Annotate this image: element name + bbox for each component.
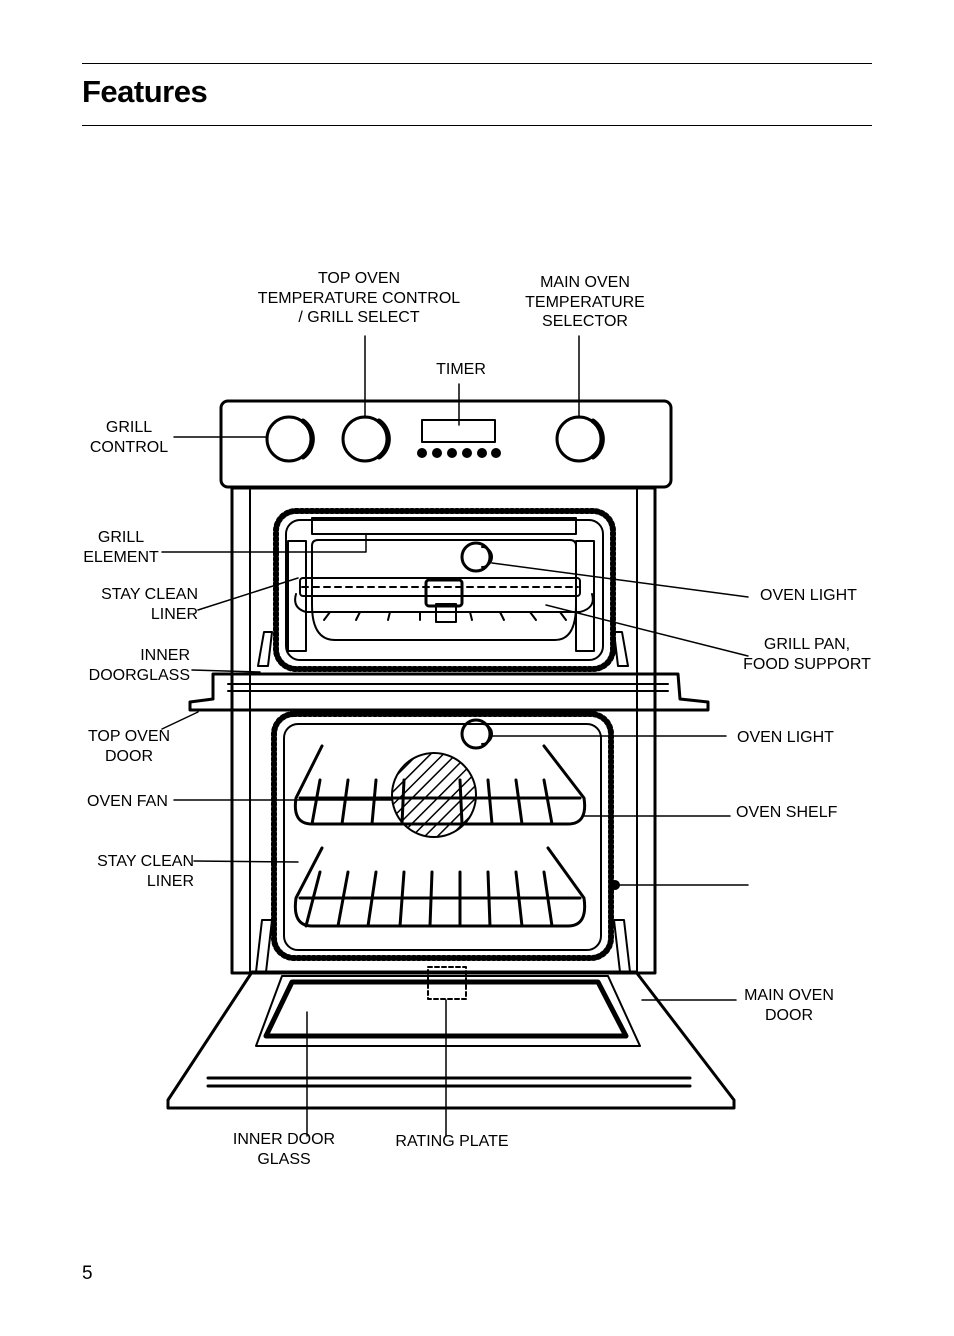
header-top-rule xyxy=(82,63,872,64)
label-inner-door-glass: INNER DOOR GLASS xyxy=(232,1131,336,1168)
label-grill-element: GRILL ELEMENT xyxy=(83,529,159,566)
page-title: Features xyxy=(82,74,208,109)
label-stay-clean-liner-main: STAY CLEAN LINER xyxy=(97,853,194,890)
label-oven-shelf: OVEN SHELF xyxy=(736,804,838,821)
label-rating-plate: RATING PLATE xyxy=(395,1133,509,1150)
main-oven-light xyxy=(460,718,492,750)
label-main-oven-temperature-selector: MAIN OVEN TEMPERATURE SELECTOR xyxy=(525,274,645,330)
grill-element xyxy=(311,517,577,535)
label-grill-pan-food-support: GRILL PAN, FOOD SUPPORT xyxy=(743,636,871,673)
inner-door-glass xyxy=(263,979,629,1039)
timer-buttons xyxy=(417,448,501,458)
leader-lines xyxy=(161,335,749,1137)
rating-plate xyxy=(427,966,467,1000)
main-oven-door xyxy=(166,970,736,1110)
control-panel xyxy=(219,399,673,489)
grill-pan-handle xyxy=(424,578,464,608)
label-timer: TIMER xyxy=(436,361,486,378)
label-top-oven-door: TOP OVEN DOOR xyxy=(87,728,171,765)
upper-oven-shelf xyxy=(293,744,587,826)
label-oven-fan: OVEN FAN xyxy=(87,793,168,810)
page-number: 5 xyxy=(82,1263,93,1284)
top-oven-door xyxy=(188,672,710,712)
top-oven-light xyxy=(460,541,492,573)
label-oven-light-main: OVEN LIGHT xyxy=(737,729,834,746)
label-stay-clean-liner-top: STAY CLEAN LINER xyxy=(101,586,198,623)
label-main-oven-door: MAIN OVEN DOOR xyxy=(744,987,834,1024)
label-oven-light-top: OVEN LIGHT xyxy=(760,587,857,604)
label-grill-control: GRILL CONTROL xyxy=(89,419,169,456)
top-oven-cavity-frame xyxy=(273,508,616,672)
header-bottom-rule xyxy=(82,125,872,126)
label-top-oven-temperature-control: TOP OVEN TEMPERATURE CONTROL / GRILL SEL… xyxy=(257,270,461,326)
oven-fan xyxy=(391,752,477,838)
label-inner-doorglass: INNER DOORGLASS xyxy=(88,647,190,684)
grill-pan xyxy=(299,577,581,597)
main-oven-cavity-frame xyxy=(271,711,614,961)
lower-oven-shelf xyxy=(293,846,587,928)
